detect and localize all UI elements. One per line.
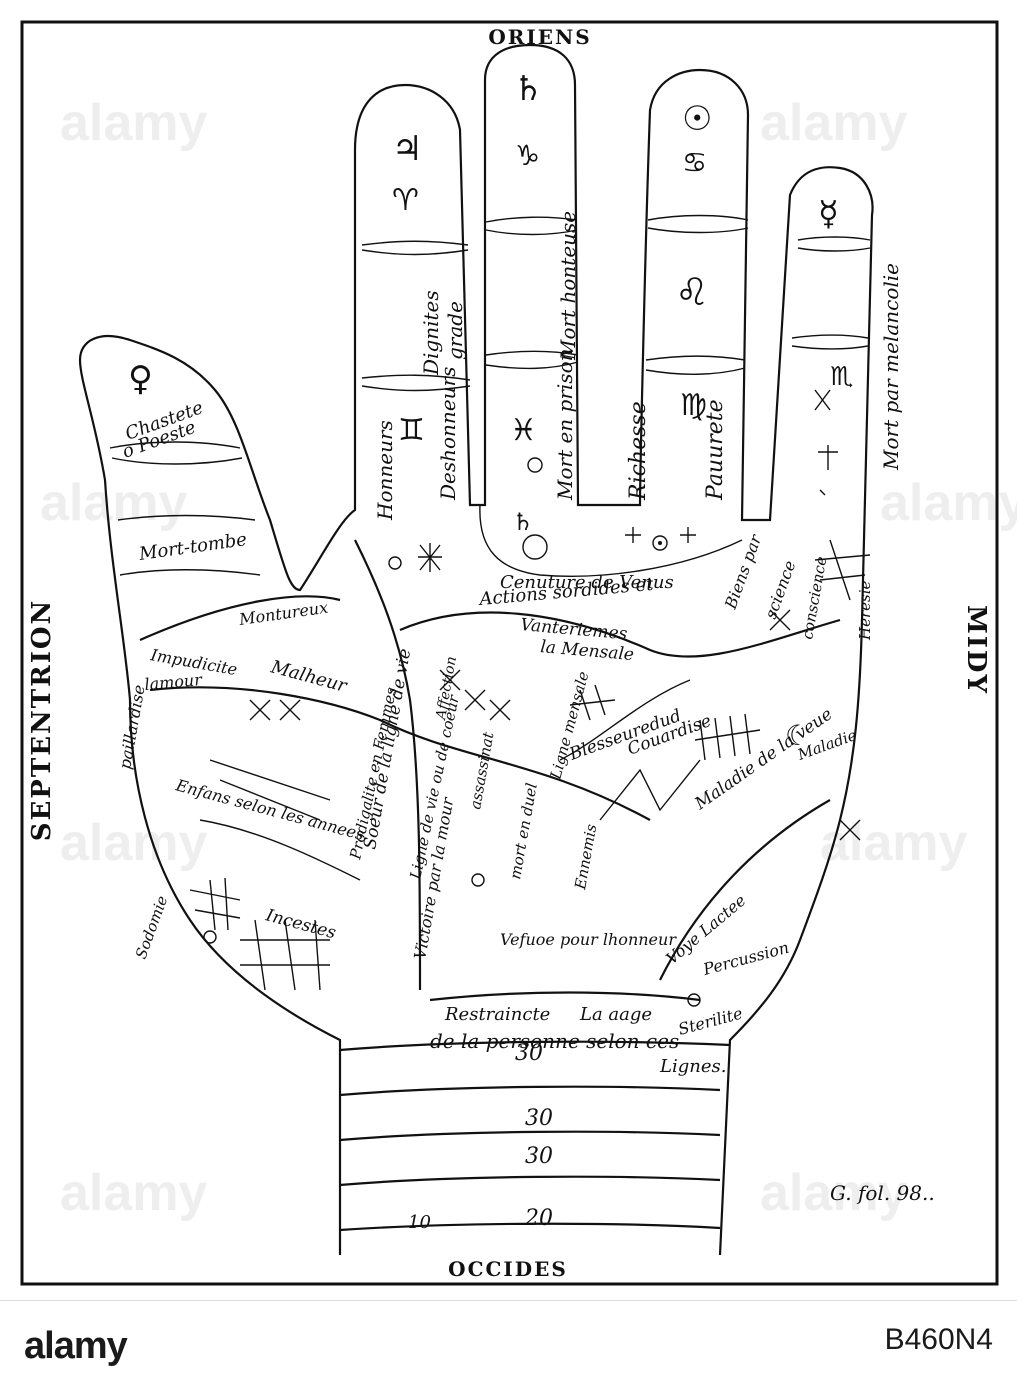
watermark-group: alamy alamy alamy alamy alamy alamy alam…	[40, 94, 1017, 1222]
folio-reference: G. fol. 98..	[830, 1181, 935, 1205]
footer-image-code: B460N4	[884, 1323, 993, 1356]
finger-joints	[109, 214, 871, 576]
sun-symbol: ☉	[682, 99, 712, 139]
finger-symbols: ♃ ♈ ♄ ♑ ☉ ♋ ☿ ♀ ♌ ♍ ♓ ♊ ♏ ♄ ☾	[128, 69, 853, 752]
leo-symbol: ♌	[675, 270, 709, 314]
wrist-number: 30	[515, 1041, 543, 1066]
svg-text:alamy: alamy	[760, 94, 908, 152]
capricorn-symbol: ♑	[515, 139, 540, 172]
cancer-symbol: ♋	[682, 146, 707, 179]
label-restraincte: Restraincte	[444, 1004, 550, 1025]
svg-text:alamy: alamy	[40, 474, 188, 532]
moon-symbol: ☾	[785, 719, 810, 752]
label-pauurete: Pauurete	[703, 399, 728, 501]
cross-marks	[189, 539, 871, 991]
direction-right: MIDY	[961, 605, 991, 695]
wrist-numbers: 30 30 30 20 10	[408, 1041, 553, 1233]
svg-text:alamy: alamy	[60, 814, 208, 872]
wrist-bands	[339, 1040, 731, 1232]
svg-text:alamy: alamy	[880, 474, 1017, 532]
frame-border	[20, 20, 999, 1286]
direction-bottom: OCCIDES	[448, 1257, 568, 1281]
wrist-number: 30	[525, 1106, 553, 1131]
palm-diagram: alamy alamy alamy alamy alamy alamy alam…	[20, 20, 1017, 1286]
label-mort-honteuse: Mort honteuse	[556, 211, 580, 361]
wrist-number: 30	[525, 1144, 553, 1169]
gemini-symbol: ♊	[398, 413, 425, 448]
saturn-mount	[479, 504, 743, 577]
footer-logo: alamy	[24, 1325, 128, 1367]
virgo-symbol: ♍	[680, 388, 707, 423]
saturn-palm-symbol: ♄	[512, 508, 534, 536]
venus-symbol: ♀	[128, 359, 153, 399]
svg-text:alamy: alamy	[60, 94, 208, 152]
palmistry-woodcut: alamy alamy alamy alamy alamy alamy alam…	[20, 20, 1017, 1286]
label-grade: grade	[443, 301, 467, 360]
svg-text:alamy: alamy	[760, 1164, 908, 1222]
svg-text:alamy: alamy	[60, 1164, 208, 1222]
hand-outline	[78, 43, 874, 1256]
label-de-la-personne: de la personne selon ces	[430, 1029, 679, 1053]
scorpio-symbol: ♏	[830, 362, 853, 392]
palm-lines	[139, 539, 841, 1002]
label-richesse: Richesse	[626, 401, 651, 501]
stock-footer: alamy B460N4	[0, 1300, 1017, 1391]
label-lignes: Lignes.	[659, 1056, 726, 1077]
mercury-symbol: ☿	[818, 194, 839, 234]
label-dignites: Dignites	[419, 290, 443, 376]
label-honneurs: Honneurs	[373, 420, 397, 521]
pisces-symbol: ♓	[510, 413, 537, 448]
label-heresie: Heresie	[856, 580, 874, 641]
direction-left: SEPTENTRION	[27, 599, 57, 842]
aries-symbol: ♈	[392, 183, 419, 218]
label-ceinture: Cenuture de Venus	[500, 572, 674, 593]
wrist-number: 10	[408, 1212, 431, 1233]
palm-symbols	[203, 389, 838, 1007]
saturn-symbol: ♄	[513, 69, 543, 109]
label-mort-melancolie: Mort par melancolie	[879, 263, 903, 471]
label-deshonneurs: Deshonneurs	[436, 367, 460, 501]
label-mort-en-prison: Mort en prison	[553, 349, 577, 502]
label-veufue: Vefuoe pour lhonneur	[500, 930, 677, 949]
label-la-age: La aage	[579, 1004, 652, 1025]
wrist-number: 20	[524, 1206, 553, 1231]
jupiter-symbol: ♃	[392, 129, 422, 169]
